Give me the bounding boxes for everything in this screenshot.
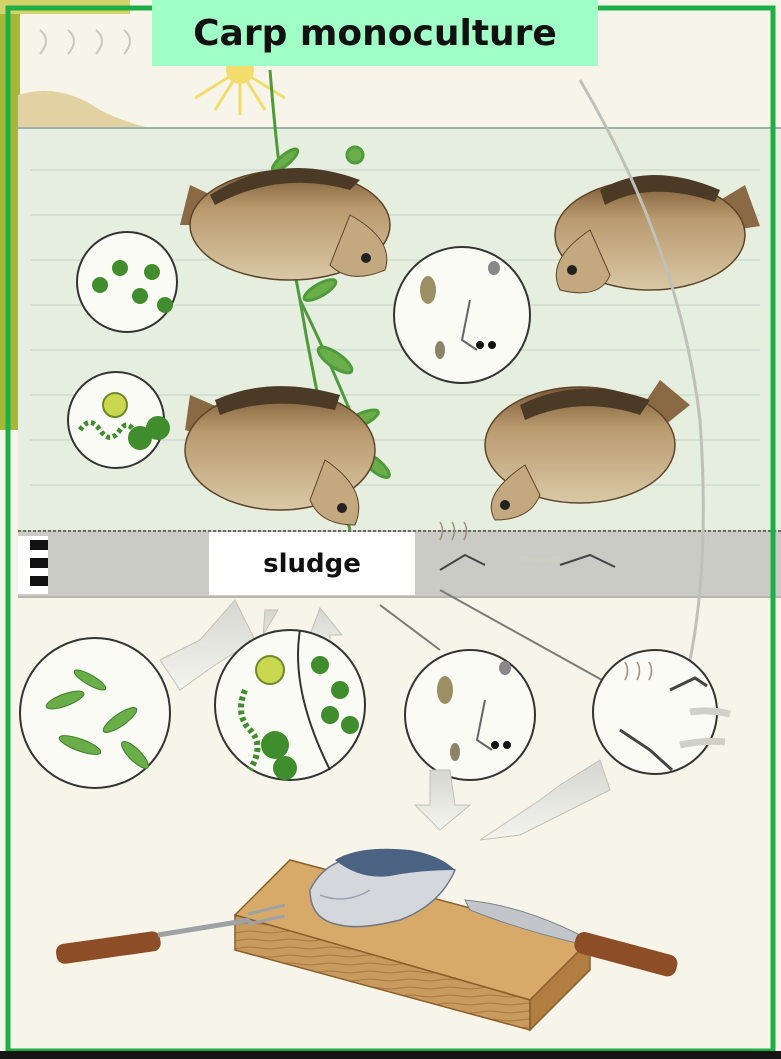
bottom-bar [0,1051,781,1059]
circle-zooplankton-lower [405,650,535,780]
circle-algae-mixed [215,630,365,780]
circle-zooplankton-upper [394,247,530,383]
diagram-title: Carp monoculture [152,0,598,66]
circle-algae-spheres [77,232,177,332]
circle-water-plants [20,638,170,788]
sludge-label: sludge [209,532,415,595]
scale-marker [18,536,48,594]
